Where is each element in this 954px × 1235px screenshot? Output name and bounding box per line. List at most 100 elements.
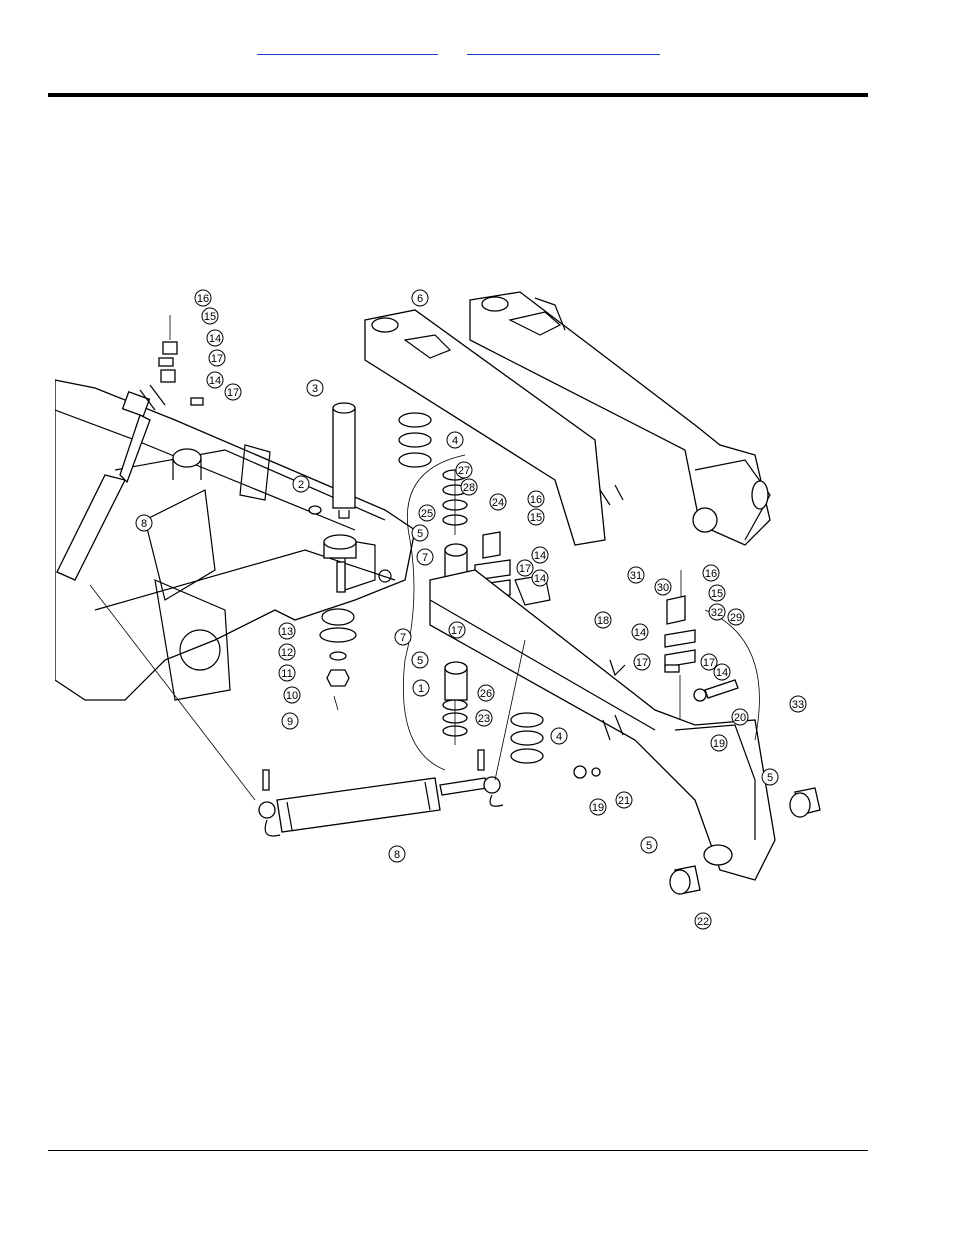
- svg-text:19: 19: [592, 802, 604, 814]
- svg-text:33: 33: [792, 699, 804, 711]
- frame-arm-upper: [364, 291, 771, 546]
- bracket-stack-right: [664, 570, 696, 720]
- callout-4: 4: [550, 727, 568, 745]
- svg-text:27: 27: [458, 465, 470, 477]
- header-link-1[interactable]: [257, 42, 438, 55]
- callout-25: 25: [418, 504, 436, 522]
- callout-2: 2: [292, 475, 310, 493]
- svg-text:2: 2: [298, 479, 304, 491]
- svg-text:4: 4: [556, 731, 562, 743]
- hydraulic-cylinder-left: [56, 384, 166, 581]
- bolt-assembly-right: [693, 679, 739, 702]
- shim-stack-upper: [398, 412, 432, 468]
- svg-text:18: 18: [597, 615, 609, 627]
- pivot-pin: [308, 402, 357, 711]
- svg-text:32: 32: [711, 607, 723, 619]
- svg-text:19: 19: [713, 738, 725, 750]
- callout-23: 23: [475, 709, 493, 727]
- callout-14: 14: [531, 546, 549, 564]
- callout-13: 13: [278, 622, 296, 640]
- svg-text:16: 16: [705, 568, 717, 580]
- hydraulic-cylinder-lower: [258, 749, 504, 837]
- bushing-lower: [444, 661, 468, 701]
- callout-33: 33: [789, 695, 807, 713]
- svg-text:21: 21: [618, 795, 630, 807]
- svg-text:16: 16: [197, 293, 209, 305]
- svg-text:4: 4: [452, 435, 458, 447]
- callout-6: 6: [411, 289, 429, 307]
- svg-text:17: 17: [211, 353, 223, 365]
- frame-arm-lower: [429, 569, 776, 881]
- svg-text:15: 15: [204, 311, 216, 323]
- svg-text:10: 10: [286, 690, 298, 702]
- svg-text:14: 14: [209, 375, 221, 387]
- callout-14: 14: [631, 623, 649, 641]
- callout-15: 15: [201, 307, 219, 325]
- main-frame: [55, 379, 416, 701]
- callout-21: 21: [615, 791, 633, 809]
- nut-washer-lower: [573, 765, 601, 779]
- callout-19: 19: [710, 734, 728, 752]
- callout-14: 14: [531, 569, 549, 587]
- callout-17: 17: [633, 653, 651, 671]
- bushing-bottom: [669, 865, 701, 895]
- callout-24: 24: [489, 493, 507, 511]
- callout-5: 5: [640, 836, 658, 854]
- svg-text:1: 1: [418, 683, 424, 695]
- callout-7: 7: [416, 548, 434, 566]
- callout-16: 16: [527, 490, 545, 508]
- svg-text:14: 14: [534, 573, 546, 585]
- svg-text:6: 6: [417, 293, 423, 305]
- callout-28: 28: [460, 478, 478, 496]
- parts-diagram: 1615141714176342827282416152557141714177…: [55, 289, 821, 930]
- svg-text:24: 24: [492, 497, 504, 509]
- svg-text:17: 17: [227, 387, 239, 399]
- svg-text:26: 26: [480, 688, 492, 700]
- callout-17: 17: [516, 559, 534, 577]
- callout-8: 8: [135, 514, 153, 532]
- svg-text:31: 31: [630, 570, 642, 582]
- bushing-right: [789, 787, 821, 818]
- callout-11: 11: [278, 664, 296, 682]
- callout-30: 30: [654, 578, 672, 596]
- svg-text:3: 3: [312, 383, 318, 395]
- callout-14: 14: [206, 371, 224, 389]
- header-link-2[interactable]: [467, 42, 660, 55]
- callout-16: 16: [194, 289, 212, 307]
- svg-text:7: 7: [422, 552, 428, 564]
- callout-18: 18: [594, 611, 612, 629]
- svg-text:25: 25: [421, 508, 433, 520]
- callout-4: 4: [446, 431, 464, 449]
- callout-5: 5: [411, 651, 429, 669]
- svg-text:5: 5: [646, 840, 652, 852]
- callout-19: 19: [589, 798, 607, 816]
- svg-text:17: 17: [703, 657, 715, 669]
- callout-15: 15: [708, 584, 726, 602]
- callout-17: 17: [700, 653, 718, 671]
- shim-stack-lower: [510, 712, 544, 764]
- svg-text:5: 5: [417, 528, 423, 540]
- svg-text:23: 23: [478, 713, 490, 725]
- svg-text:15: 15: [530, 512, 542, 524]
- svg-text:5: 5: [417, 655, 423, 667]
- callout-26: 26: [477, 684, 495, 702]
- callout-17: 17: [448, 621, 466, 639]
- callout-20: 20: [731, 708, 749, 726]
- callout-10: 10: [283, 686, 301, 704]
- washer-stack-upper: [442, 469, 468, 535]
- footer-rule: [48, 1150, 868, 1151]
- callout-3: 3: [306, 379, 324, 397]
- callout-29: 29: [727, 608, 745, 626]
- callout-17: 17: [208, 349, 226, 367]
- callout-1: 1: [412, 679, 430, 697]
- callout-5: 5: [411, 524, 429, 542]
- svg-text:14: 14: [209, 333, 221, 345]
- upper-hardware-stack: [158, 315, 204, 406]
- svg-text:14: 14: [634, 627, 646, 639]
- svg-text:9: 9: [287, 716, 293, 728]
- svg-text:8: 8: [394, 849, 400, 861]
- svg-text:30: 30: [657, 582, 669, 594]
- callout-15: 15: [527, 508, 545, 526]
- callout-12: 12: [278, 643, 296, 661]
